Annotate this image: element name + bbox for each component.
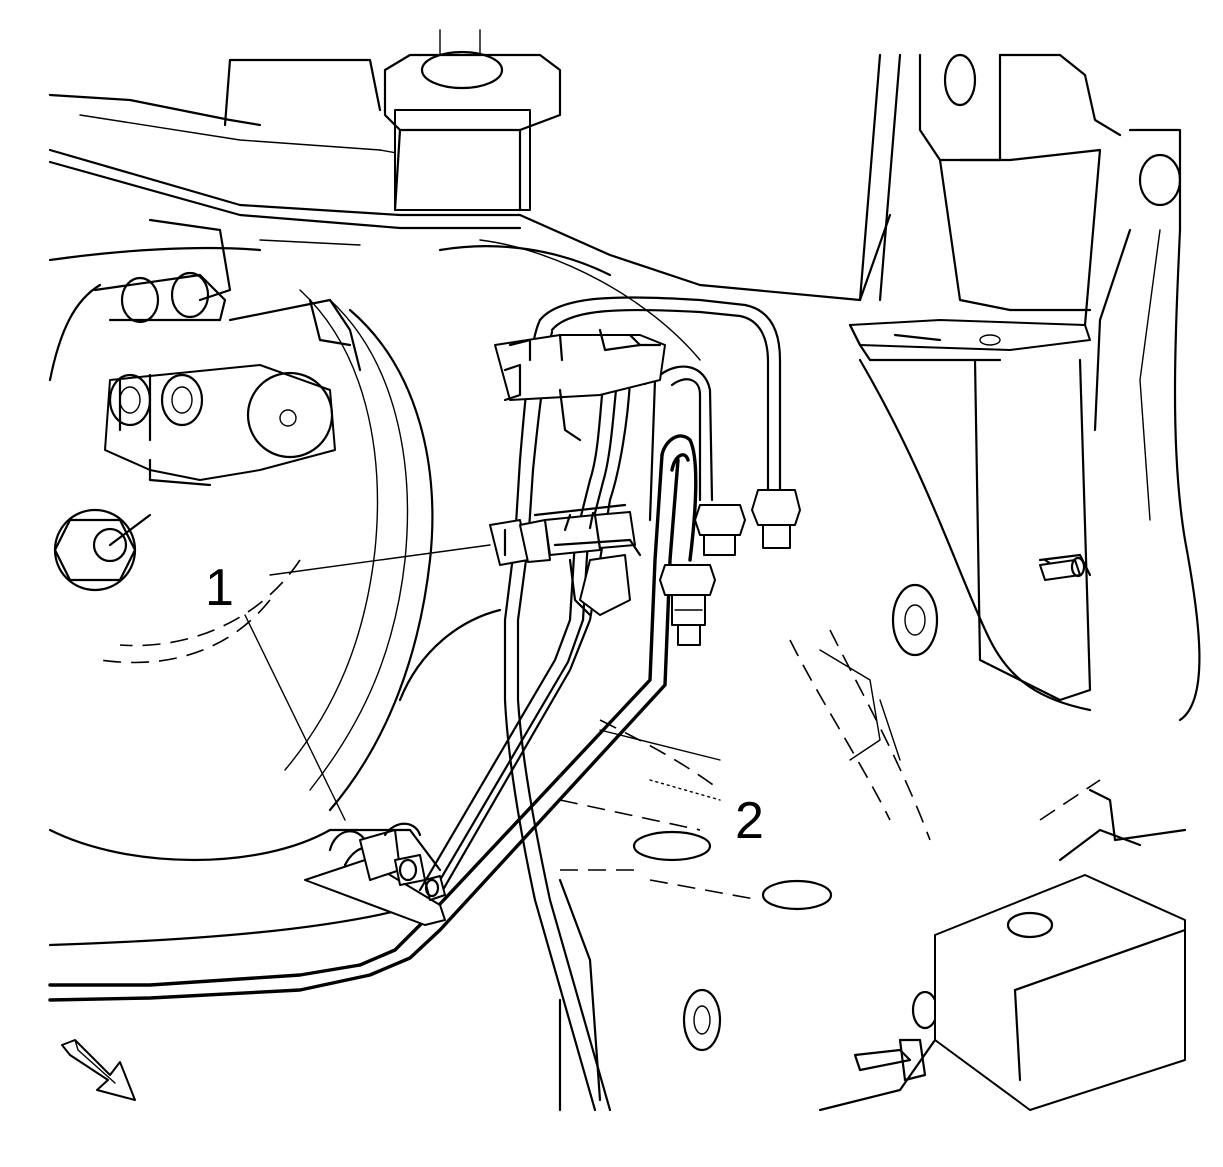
callout-2-leader <box>599 729 721 761</box>
lower-pipe-bracket <box>304 822 446 926</box>
leader-lines <box>244 544 721 821</box>
callout-1-leader-upper <box>269 544 491 576</box>
forward-arrow-icon <box>61 1039 136 1101</box>
callout-label-2: 2 <box>735 792 764 850</box>
booster-nut <box>53 508 152 592</box>
callout-label-1: 1 <box>205 559 234 617</box>
modulator-block <box>494 328 666 617</box>
chassis-structure <box>48 29 1201 1112</box>
pipe-retainer-clip <box>489 503 642 566</box>
callout-1-leader-lower <box>244 614 346 821</box>
stud-bolt <box>1039 556 1086 581</box>
